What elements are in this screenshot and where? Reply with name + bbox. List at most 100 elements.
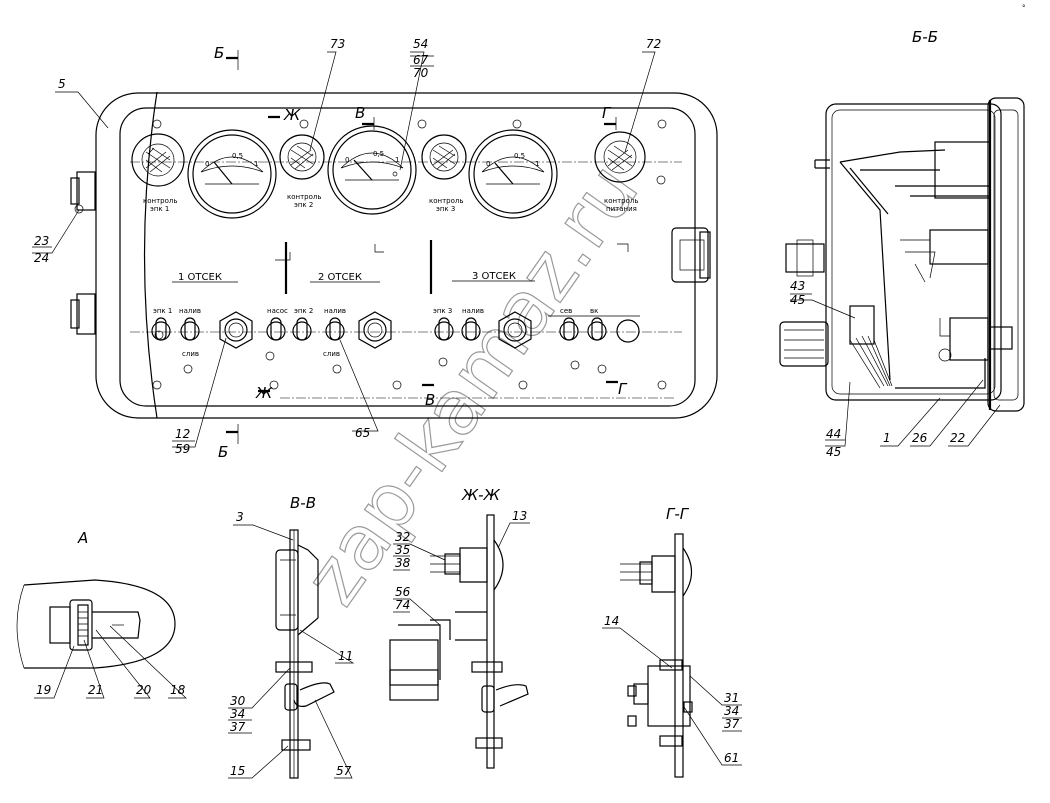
toggle-naliv-2	[325, 317, 345, 341]
toggle-switches	[151, 317, 640, 343]
callout-14: 14	[604, 614, 619, 628]
compartment-1-title: 1 ОТСЕК	[178, 272, 222, 283]
lamp-epk1	[131, 133, 185, 187]
lamp-label-1-top: контроль	[143, 197, 178, 205]
callout-18: 18	[170, 683, 186, 697]
section-title-gg: Г-Г	[666, 505, 690, 523]
callout-30: 30	[230, 694, 246, 708]
callout-32: 32	[395, 530, 410, 544]
callout-45-top: 45	[790, 293, 805, 307]
switch-label-sev: сев	[560, 307, 572, 315]
callout-13: 13	[512, 509, 527, 523]
callout-31: 31	[724, 691, 739, 705]
callout-34-vv: 34	[230, 707, 245, 721]
leader-lines-main	[32, 51, 656, 448]
lamp-label-4-top: контроль	[604, 197, 639, 205]
section-cut-lines	[226, 50, 675, 444]
section-title-vv: В-В	[290, 494, 316, 512]
callout-20: 20	[136, 683, 152, 697]
corner-mark: °	[1022, 4, 1026, 12]
lamp-epk3	[421, 134, 467, 180]
switch-label-vk: вк	[590, 307, 598, 315]
callout-34-gg: 34	[724, 704, 739, 718]
cut-mark-g-bottom: Г	[618, 380, 628, 398]
gauge-1-scale-half: 0,5	[232, 152, 243, 160]
callout-61: 61	[724, 751, 739, 765]
switch-label-nasos: насос	[267, 307, 288, 315]
callout-5: 5	[58, 77, 66, 91]
cable-glands	[219, 311, 532, 349]
callout-59: 59	[175, 442, 190, 456]
control-panel-front-view: 0 0,5 1 0 0,5 1 0 0,5 1	[32, 44, 718, 461]
callout-23: 23	[34, 234, 49, 248]
gauge-1: 0 0,5 1	[187, 129, 277, 219]
round-plug	[616, 319, 640, 343]
lamp-label-3-bottom: эпк 3	[436, 205, 455, 213]
callout-22: 22	[950, 431, 965, 445]
callout-37-vv: 37	[230, 720, 246, 734]
lamp-label-4-bottom: питания	[606, 205, 637, 213]
panel-break-line	[143, 91, 158, 419]
toggle-epk3	[434, 317, 454, 341]
section-vv-view	[275, 529, 335, 779]
callout-72: 72	[646, 37, 661, 51]
leader-lines-gg	[602, 627, 742, 766]
toggle-epk2	[292, 317, 312, 341]
callout-26: 26	[912, 431, 928, 445]
toggle-nasos	[266, 317, 286, 341]
toggle-vk	[587, 317, 607, 341]
lamp-power	[594, 131, 646, 183]
switch-label-epk3: эпк 3	[433, 307, 452, 315]
cut-mark-b-bottom: Б	[218, 443, 228, 461]
callout-44: 44	[826, 427, 841, 441]
indicator-lamps	[131, 131, 646, 187]
section-title-bb: Б-Б	[912, 28, 938, 46]
callout-24: 24	[34, 251, 49, 265]
panel-inner-frame	[119, 107, 696, 407]
gauge-1-scale-1: 1	[254, 160, 258, 168]
gauge-2-scale-1: 1	[395, 156, 399, 164]
panel-outer-frame	[95, 92, 718, 419]
right-connector	[671, 227, 711, 283]
callout-19: 19	[36, 683, 51, 697]
switch-label-naliv-2: налив	[324, 307, 346, 315]
callout-12: 12	[175, 427, 190, 441]
gland-3	[498, 311, 532, 349]
gland-1	[219, 311, 253, 349]
gauge-2: 0 0,5 1	[327, 125, 417, 215]
gauge-2-scale-half: 0,5	[373, 150, 384, 158]
callout-56: 56	[395, 585, 411, 599]
toggle-naliv-3	[461, 317, 481, 341]
callout-67: 67	[413, 53, 429, 67]
callout-37-gg: 37	[724, 717, 740, 731]
lamp-label-3-top: контроль	[429, 197, 464, 205]
switch-label-epk1: эпк 1	[153, 307, 172, 315]
lamp-epk2	[279, 134, 325, 180]
callout-65: 65	[355, 426, 370, 440]
section-zhzh-view	[389, 514, 529, 769]
cut-mark-v-bottom: В	[425, 391, 435, 409]
toggle-sev	[559, 317, 579, 341]
gauge-2-scale-0: 0	[345, 156, 349, 164]
small-label-sliv-2: слив	[323, 350, 340, 358]
lamp-label-2-top: контроль	[287, 193, 322, 201]
callout-73: 73	[330, 37, 345, 51]
callout-38: 38	[395, 556, 411, 570]
section-title-a: А	[77, 529, 88, 547]
section-bb-view	[779, 97, 1025, 412]
callout-11: 11	[338, 649, 353, 663]
compartment-3-title: 3 ОТСЕК	[472, 271, 516, 282]
switch-label-naliv-3: налив	[462, 307, 484, 315]
callout-15: 15	[230, 764, 245, 778]
gauge-1-scale-0: 0	[205, 160, 209, 168]
section-title-zhzh: Ж-Ж	[461, 486, 501, 504]
callout-45-bottom: 45	[826, 445, 841, 459]
compartment-2-title: 2 ОТСЕК	[318, 272, 362, 283]
detail-a-view	[16, 579, 176, 669]
lamp-label-2-bottom: эпк 2	[294, 201, 313, 209]
cut-mark-v-top: В	[355, 104, 365, 122]
watermark-text: zap-kamaz.ru	[287, 147, 656, 620]
small-label-sliv-1: слив	[182, 350, 199, 358]
leader-lines-a	[34, 625, 187, 699]
